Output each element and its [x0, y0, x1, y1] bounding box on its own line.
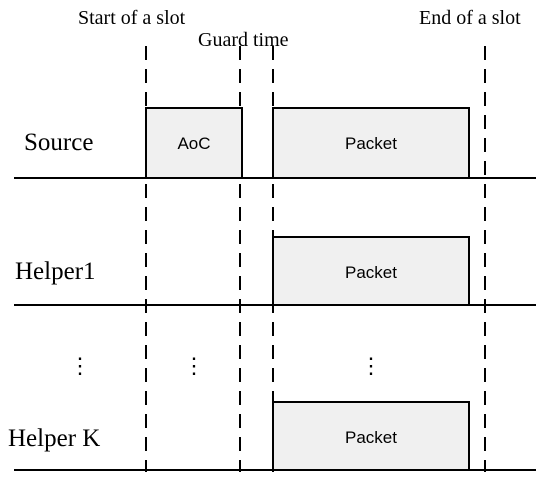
helper1-packet-block — [272, 236, 470, 306]
row-ellipsis-packet: ⋮ — [360, 353, 382, 378]
row-ellipsis-left: ⋮ — [69, 353, 91, 378]
helperk-packet-block — [272, 401, 470, 471]
source-aoc-block — [145, 107, 243, 179]
source-row-label: Source — [24, 129, 93, 156]
end-slot-label: End of a slot — [419, 7, 521, 29]
row-ellipsis-aoc: ⋮ — [183, 353, 205, 378]
helper1-packet-label: Packet — [345, 263, 397, 282]
helperk-packet-label: Packet — [345, 428, 397, 447]
helper1-row-label: Helper1 — [15, 258, 96, 285]
helperk-row-label: Helper K — [8, 425, 100, 452]
source-packet-label: Packet — [345, 134, 397, 153]
source-packet-block — [272, 107, 470, 179]
guard-time-label: Guard time — [198, 29, 289, 51]
source-aoc-label: AoC — [177, 134, 210, 153]
start-slot-label: Start of a slot — [78, 7, 186, 29]
